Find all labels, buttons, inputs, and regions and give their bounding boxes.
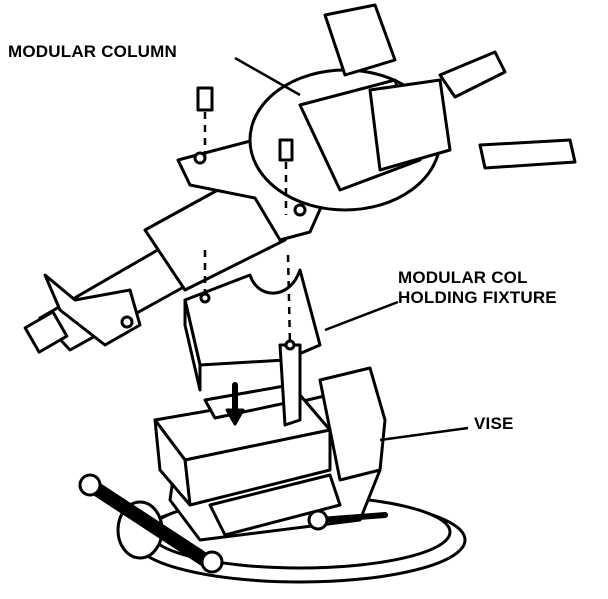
column-switch-assembly <box>368 78 452 172</box>
flange-hole <box>120 315 134 329</box>
stud-top-right <box>278 138 294 162</box>
vise-lock-lever <box>317 512 388 523</box>
vise-jaw-side <box>153 418 192 507</box>
column-lever <box>478 138 577 170</box>
label-holding-fixture-line1: MODULAR COL <box>398 268 528 287</box>
leader-holding-fixture <box>324 300 399 332</box>
vise-handle <box>88 481 212 567</box>
fixture-hole-left <box>199 292 211 304</box>
column-upper-shaft <box>438 50 507 99</box>
vise-slide <box>208 473 342 537</box>
fixture-hole-right <box>284 339 296 351</box>
fixture-arrow-head <box>225 408 245 426</box>
column-shaft-end <box>23 310 69 354</box>
label-holding-fixture-line2: HOLDING FIXTURE <box>398 288 557 307</box>
label-vise: VISE <box>474 414 514 433</box>
vise <box>78 366 467 584</box>
holding-fixture <box>183 268 322 427</box>
column-mount-flange <box>43 273 142 347</box>
vise-lock-knob <box>307 509 329 531</box>
vise-handle-knob-right <box>200 550 224 574</box>
bracket-bolt-right <box>293 203 307 217</box>
bracket-bolt-left <box>193 151 207 165</box>
fixture-stem <box>278 343 302 427</box>
leader-vise <box>379 426 469 442</box>
column-top-bracket <box>323 3 397 77</box>
leader-modular-column <box>234 56 301 97</box>
alignment-line-lower-right <box>286 254 292 346</box>
vise-handle-knob-left <box>78 473 102 497</box>
fixture-side <box>183 298 202 392</box>
label-holding-fixture: MODULAR COL HOLDING FIXTURE <box>398 268 557 308</box>
stud-top-left <box>196 86 214 112</box>
modular-column <box>23 3 577 354</box>
label-modular-column: MODULAR COLUMN <box>8 42 177 61</box>
